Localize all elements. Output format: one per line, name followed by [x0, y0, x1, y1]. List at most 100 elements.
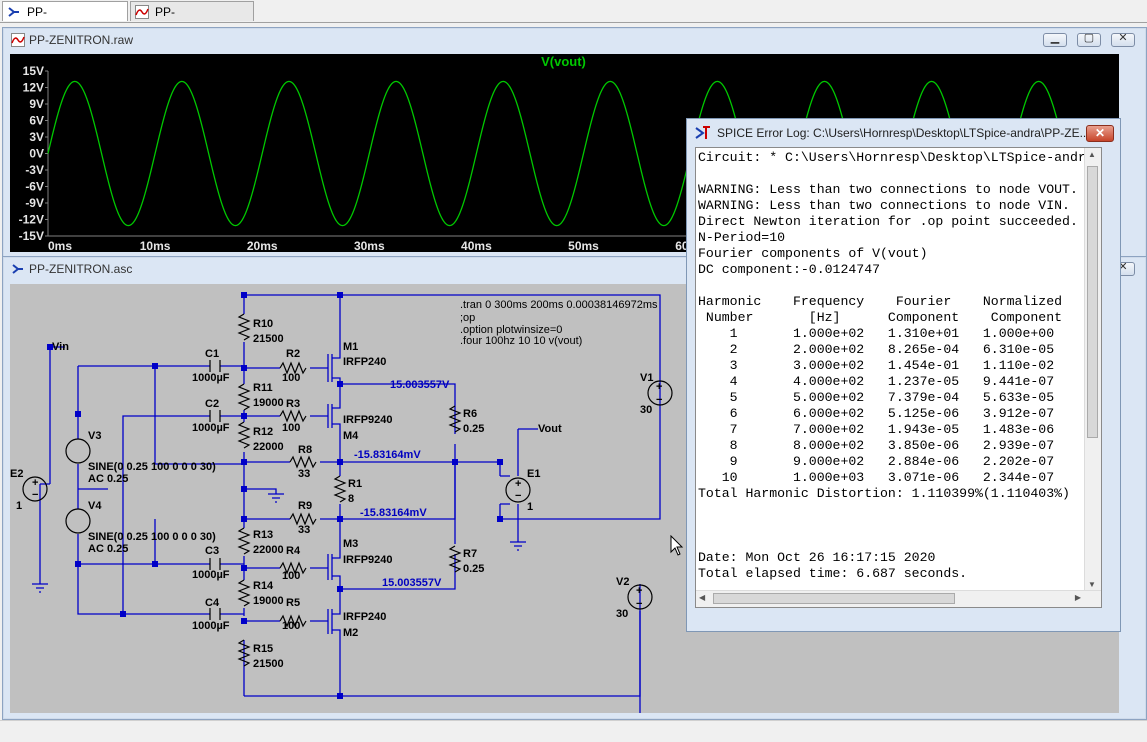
c1-value: 1000µF [192, 372, 230, 384]
error-log-line: 4 4.000e+02 1.237e-05 9.441e-07 - [698, 374, 1094, 389]
c4-name: C4 [205, 597, 220, 609]
waveform-icon [135, 5, 149, 19]
r13-value: 22000 [253, 544, 284, 556]
e1-value: 1 [527, 501, 534, 513]
schematic-wiring: +− +− +− +− [22, 292, 673, 713]
error-log-close-button[interactable]: ✕ [1086, 125, 1114, 142]
vertical-scroll-thumb[interactable] [1087, 166, 1098, 438]
svg-text:+: + [636, 585, 642, 597]
vertical-scrollbar[interactable]: ▲ ▼ [1084, 148, 1101, 591]
r8-value: 33 [298, 468, 311, 480]
maximize-button[interactable]: ▢ [1077, 32, 1101, 47]
minimize-icon: ▁ [1050, 32, 1060, 44]
r6-value: 0.25 [463, 423, 485, 435]
error-log-titlebar[interactable]: SPICE Error Log: C:\Users\Hornresp\Deskt… [687, 119, 1120, 147]
x-tick-label: 20ms [247, 239, 278, 252]
x-tick-label: 0ms [48, 239, 72, 252]
v2-value: 30 [616, 608, 629, 620]
v4-sine: SINE(0 0.25 100 0 0 0 30) [88, 531, 216, 543]
minimize-button[interactable]: ▁ [1043, 32, 1067, 47]
v2-name: V2 [616, 576, 630, 588]
close-button[interactable]: ✕ [1111, 32, 1135, 47]
net-label-vout[interactable]: Vout [538, 423, 562, 435]
scroll-right-icon[interactable]: ▶ [1074, 593, 1081, 602]
waveform-window-titlebar[interactable]: PP-ZENITRON.raw [3, 28, 1146, 52]
voltage-annotation-upper: 15.003557V [390, 379, 450, 391]
tab-schematic[interactable]: PP-ZENITRON.asc [2, 1, 128, 39]
r9-name: R9 [298, 500, 313, 512]
error-log-line: N-Period=10 [698, 230, 786, 245]
vout-trace[interactable] [47, 80, 1120, 227]
error-log-line [698, 518, 1101, 534]
schematic-window-title: PP-ZENITRON.asc [29, 262, 133, 276]
error-log-text-area[interactable]: Circuit: * C:\Users\Hornresp\Desktop\LTS… [695, 147, 1102, 608]
r5-value: 100 [282, 620, 301, 632]
close-icon: ✕ [1118, 261, 1128, 273]
svg-text:+: + [515, 478, 521, 490]
maximize-icon: ▢ [1083, 32, 1095, 44]
error-log-line: Total elapsed time: 6.687 seconds. [698, 566, 968, 581]
scroll-left-icon[interactable]: ◀ [699, 593, 706, 602]
svg-text:+: + [32, 477, 38, 489]
error-log-line: 8 8.000e+02 3.850e-06 2.939e-07 - [698, 438, 1094, 453]
m2-name: M2 [343, 627, 359, 639]
c2-value: 1000µF [192, 422, 230, 434]
r12-value: 22000 [253, 441, 284, 453]
r1-value: 8 [348, 493, 355, 505]
e1-name: E1 [527, 468, 541, 480]
directive-four[interactable]: .four 100hz 10 10 v(vout) [460, 335, 583, 347]
y-tick-label: 9V [29, 97, 44, 111]
directive-option[interactable]: .option plotwinsize=0 [460, 324, 563, 336]
waveform-plot: V(vout)15V12V9V6V3V0V-3V-6V-9V-12V-15V0m… [19, 54, 1120, 253]
error-log-line: 7 7.000e+02 1.943e-05 1.483e-06 [698, 422, 1055, 437]
v4-name: V4 [88, 500, 102, 512]
net-label-vin[interactable]: Vin [52, 341, 69, 353]
r11-name: R11 [253, 382, 273, 394]
m2-value: IRFP240 [343, 611, 387, 623]
plot-trace-label[interactable]: V(vout) [541, 54, 586, 69]
close-icon: ✕ [1094, 126, 1106, 140]
m3-value: IRFP9240 [343, 554, 393, 566]
document-tab-bar: PP-ZENITRON.asc PP-ZENITRON.raw [0, 0, 1147, 39]
directive-op[interactable]: ;op [460, 312, 476, 324]
error-log-line: WARNING: Less than two connections to no… [698, 198, 1094, 213]
c2-name: C2 [205, 398, 220, 410]
error-log-line: Total Harmonic Distortion: 1.110399%(1.1… [698, 486, 1070, 501]
horizontal-scroll-thumb[interactable] [713, 593, 955, 604]
r4-value: 100 [282, 570, 301, 582]
v1-name: V1 [640, 372, 654, 384]
error-log-line: 6 6.000e+02 5.125e-06 3.912e-07 [698, 406, 1055, 421]
y-tick-label: 15V [23, 64, 44, 78]
spice-error-log-window: SPICE Error Log: C:\Users\Hornresp\Deskt… [686, 118, 1121, 632]
r12-name: R12 [253, 426, 274, 438]
directive-tran[interactable]: .tran 0 300ms 200ms 0.00038146972ms [460, 299, 658, 311]
scroll-up-icon[interactable]: ▲ [1088, 150, 1096, 159]
r5-name: R5 [286, 597, 301, 609]
error-log-line: DC component:-0.0124747 [698, 262, 881, 277]
r8-name: R8 [298, 444, 313, 456]
c3-value: 1000µF [192, 569, 230, 581]
x-tick-label: 30ms [354, 239, 385, 252]
c3-name: C3 [205, 545, 220, 557]
r10-value: 21500 [253, 333, 284, 345]
r1-name: R1 [348, 478, 363, 490]
error-log-line: Number [Hz] Component Component [d [698, 310, 1102, 325]
tab-waveform[interactable]: PP-ZENITRON.raw [130, 1, 254, 39]
m1-value: IRFP240 [343, 356, 387, 368]
error-log-line: 5 5.000e+02 7.379e-04 5.633e-05 [698, 390, 1055, 405]
schematic-window-titlebar[interactable]: PP-ZENITRON.asc [3, 257, 1146, 281]
svg-text:−: − [656, 394, 662, 406]
voltage-annotation-r9: -15.83164mV [360, 507, 427, 519]
v3-ac: AC 0.25 [88, 473, 129, 485]
voltage-annotation-lower: 15.003557V [382, 577, 442, 589]
waveform-icon [11, 33, 25, 47]
status-bar [0, 720, 1147, 742]
scroll-down-icon[interactable]: ▼ [1088, 580, 1096, 589]
v1-value: 30 [640, 404, 653, 416]
horizontal-scrollbar[interactable]: ◀ ▶ [696, 590, 1101, 607]
c4-value: 1000µF [192, 620, 230, 632]
r13-name: R13 [253, 529, 274, 541]
error-log-line [698, 166, 1101, 182]
r14-name: R14 [253, 580, 274, 592]
svg-text:+: + [656, 381, 662, 393]
